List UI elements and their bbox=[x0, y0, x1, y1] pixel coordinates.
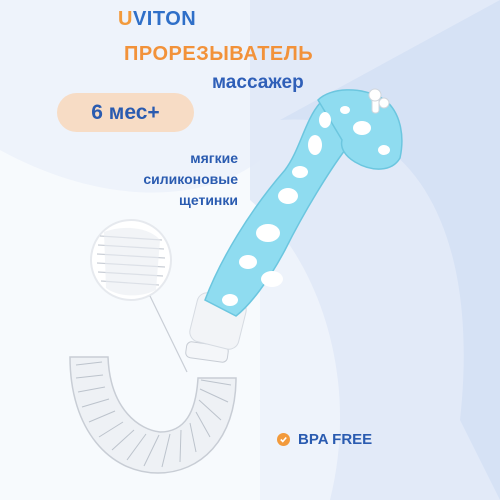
bpa-free-label: BPA FREE bbox=[298, 431, 373, 448]
bristle-caption-line-2: силиконовые bbox=[143, 171, 238, 187]
product-subtitle: массажер bbox=[212, 72, 304, 93]
brand-logo-first: U bbox=[118, 8, 133, 30]
brand-logo: UVITON bbox=[118, 8, 196, 31]
bpa-free-badge: BPA FREE bbox=[277, 431, 372, 448]
age-badge: 6 мес+ bbox=[57, 93, 194, 132]
callout-line bbox=[149, 295, 188, 373]
bristle-caption: мягкие силиконовые щетинки bbox=[118, 148, 238, 211]
bristle-caption-line-1: мягкие bbox=[190, 150, 238, 166]
check-circle-icon bbox=[277, 433, 290, 446]
product-title: ПРОРЕЗЫВАТЕЛЬ bbox=[124, 43, 314, 65]
giraffe-handle bbox=[204, 88, 403, 317]
brand-logo-rest: VITON bbox=[132, 8, 197, 30]
brush-head bbox=[69, 356, 237, 474]
bristle-zoom-circle bbox=[90, 219, 172, 301]
bristle-caption-line-3: щетинки bbox=[179, 192, 238, 208]
